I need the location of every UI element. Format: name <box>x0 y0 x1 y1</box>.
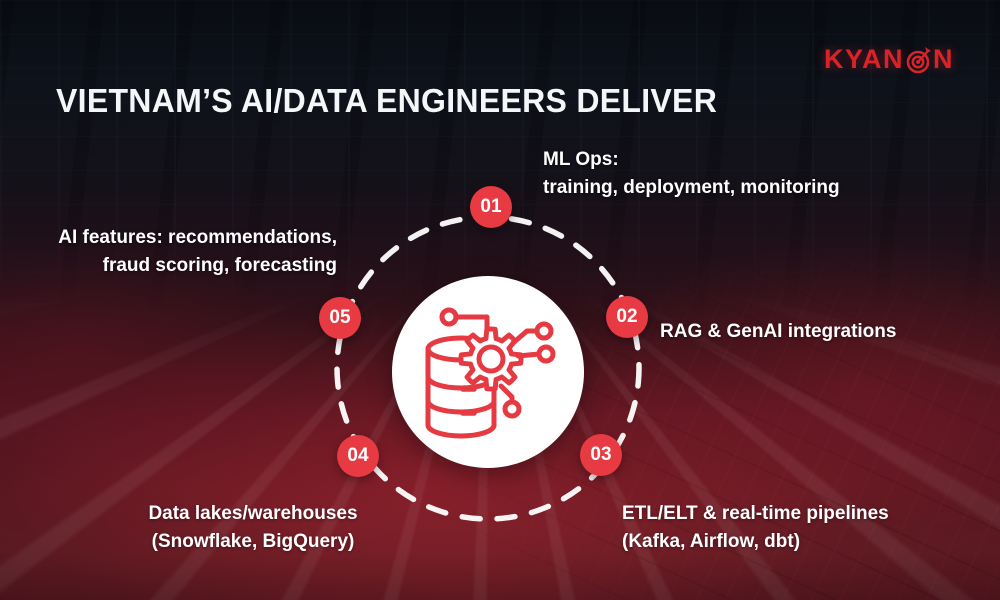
step-label-05-line2: fraud scoring, forecasting <box>102 255 337 276</box>
target-dart-icon <box>906 46 931 73</box>
step-label-03-line2: (Kafka, Airflow, dbt) <box>622 531 801 552</box>
step-label-04-line1: Data lakes/warehouses <box>148 503 358 524</box>
step-label-03-line1: ETL/ELT & real-time pipelines <box>622 503 889 524</box>
step-label-05: AI features: recommendations, fraud scor… <box>27 224 337 280</box>
database-gear-network-icon <box>425 307 556 439</box>
step-label-05-line1: AI features: recommendations, <box>58 227 337 248</box>
step-label-01-line1: ML Ops: <box>543 149 619 170</box>
step-badge-04: 04 <box>337 435 379 477</box>
step-label-03: ETL/ELT & real-time pipelines (Kafka, Ai… <box>622 500 889 556</box>
logo-text-right: N <box>933 44 954 74</box>
center-circle <box>392 276 584 468</box>
step-badge-03: 03 <box>580 434 622 476</box>
step-badge-01: 01 <box>470 186 512 228</box>
step-label-01-line2: training, deployment, monitoring <box>543 177 840 198</box>
logo-text-left: KYAN <box>823 44 904 74</box>
page-title: VIETNAM’S AI/DATA ENGINEERS DELIVER <box>56 82 718 119</box>
step-badge-05: 05 <box>319 297 361 339</box>
step-label-02: RAG & GenAI integrations <box>660 318 896 346</box>
kyanon-logo: KYAN N <box>824 44 954 75</box>
step-label-04-line2: (Snowflake, BigQuery) <box>151 531 355 552</box>
step-label-02-line1: RAG & GenAI integrations <box>660 321 897 342</box>
step-label-04: Data lakes/warehouses (Snowflake, BigQue… <box>93 500 413 556</box>
step-label-01: ML Ops: training, deployment, monitoring <box>543 146 840 202</box>
step-badge-02: 02 <box>606 296 648 338</box>
